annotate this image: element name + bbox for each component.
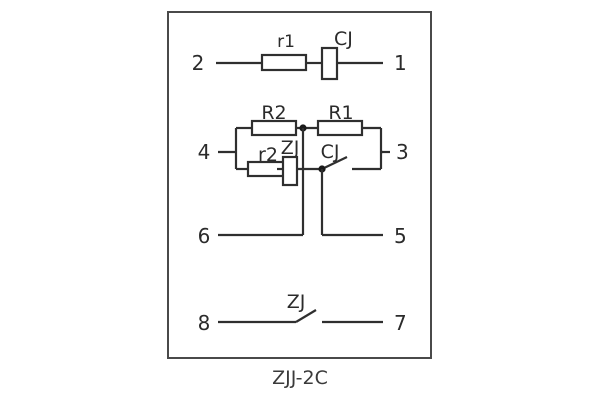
diagram-frame <box>167 11 432 359</box>
resistor-r2-label: R2 <box>261 102 286 124</box>
row-bottom <box>218 309 383 324</box>
terminal-2-label: 2 <box>192 51 205 75</box>
diagram-caption: ZJJ-2C <box>272 367 328 389</box>
coil-cj-top-body <box>320 46 339 81</box>
resistor-r2-lower-label: r2 <box>258 144 278 166</box>
coil-zj-body <box>281 155 299 187</box>
terminal-5-label: 5 <box>394 224 407 248</box>
terminal-8-label: 8 <box>198 311 211 335</box>
terminal-4-label: 4 <box>198 140 211 164</box>
terminal-1-label: 1 <box>394 51 407 75</box>
contact-zj-bottom-blade <box>295 309 317 323</box>
terminal-6-label: 6 <box>198 224 211 248</box>
contact-zj-bottom-label: ZJ <box>287 291 306 313</box>
coil-zj-label: ZJ <box>281 137 300 159</box>
resistor-r1-upper-label: R1 <box>328 102 353 124</box>
contact-cj-label: CJ <box>321 141 340 163</box>
contact-cj-blade <box>321 156 348 170</box>
terminal-7-label: 7 <box>394 311 407 335</box>
row-middle <box>218 119 390 235</box>
coil-cj-top-label: CJ <box>334 28 353 50</box>
resistor-r1-label: r1 <box>277 32 295 52</box>
row-top <box>216 46 383 81</box>
resistor-r1-body <box>260 53 308 72</box>
terminal-3-label: 3 <box>396 140 409 164</box>
